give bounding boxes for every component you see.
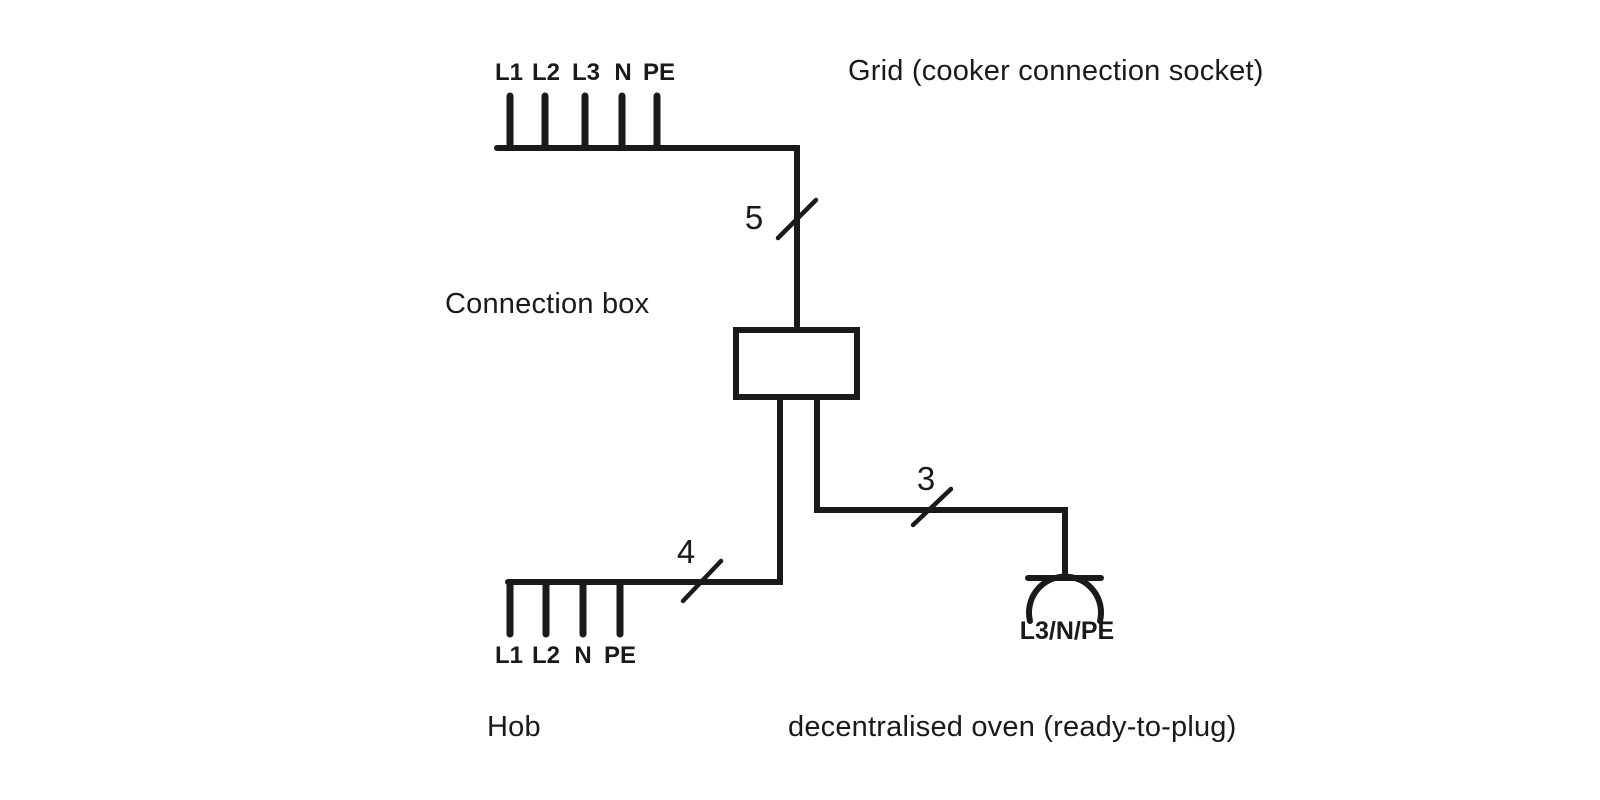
grid-bus-line (494, 145, 800, 330)
grid-conductor-label: L3 (571, 59, 601, 86)
conductor-count-slash-4 (680, 558, 724, 604)
oven-feed-line (814, 397, 1068, 581)
grid-conductor-label: L1 (494, 59, 524, 86)
conductor-count-slash-5 (775, 197, 819, 241)
conductor-count-slash-3 (910, 486, 954, 528)
grid-conductor-label: PE (642, 59, 676, 86)
socket-arc (1026, 573, 1104, 624)
hob-feed-line (505, 397, 783, 585)
conductor-count-4: 4 (676, 533, 696, 570)
conductor-count-3: 3 (916, 460, 936, 497)
oven-label: decentralised oven (ready-to-plug) (788, 711, 1237, 743)
conductor-count-5: 5 (744, 199, 764, 236)
connection-box-label: Connection box (445, 288, 650, 320)
grid-conductor-ticks (506, 92, 661, 150)
hob-label: Hob (487, 711, 541, 743)
socket-conductors-label: L3/N/PE (1019, 617, 1115, 645)
grid-conductor-label: N (614, 59, 632, 86)
grid-label: Grid (cooker connection socket) (848, 55, 1264, 87)
grid-conductor-label: L2 (531, 59, 561, 86)
hob-conductor-ticks (506, 580, 624, 638)
hob-conductor-label: PE (603, 642, 637, 669)
hob-conductor-label: N (574, 642, 592, 669)
connection-box-rect (733, 327, 860, 400)
hob-conductor-label: L2 (531, 642, 561, 669)
hob-conductor-label: L1 (494, 642, 524, 669)
